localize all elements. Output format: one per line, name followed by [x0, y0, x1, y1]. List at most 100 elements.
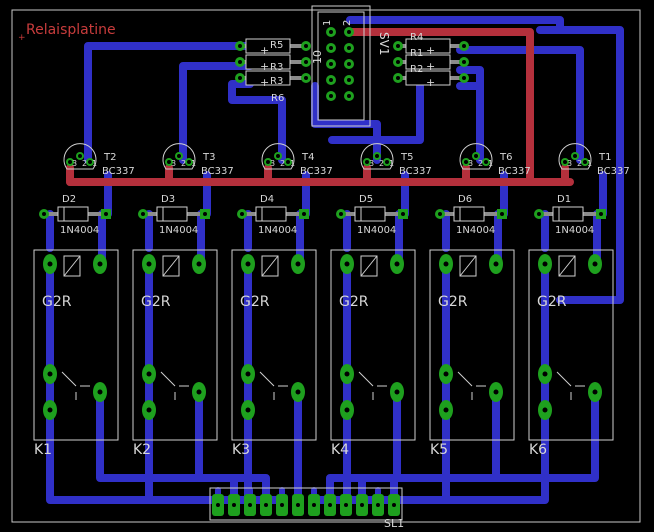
relay-pad-no-2-drill [146, 407, 152, 413]
header-pin-left-1-drill [329, 30, 333, 34]
relay-pad-no-3-drill [245, 407, 251, 413]
relay-name-k4: K4 [331, 442, 349, 458]
relay-switch-5 [457, 371, 486, 400]
transistor-name-t5: T5 [400, 152, 413, 163]
resistor-value-r1: + [426, 60, 435, 73]
resistor-pad-a-r2-drill [396, 76, 400, 80]
relay-value-4: G2R [339, 294, 369, 310]
transistor-pad-c-t4-drill [286, 160, 290, 164]
transistor-pin2-label-5: 2 [478, 159, 483, 168]
relay-switch-1 [61, 371, 90, 400]
transistor-outline-t5 [360, 143, 394, 170]
transistor-pad-e-t4-drill [266, 160, 270, 164]
resistor-label-r5: R5 [270, 40, 283, 51]
transistor-pad-e-t6-drill [464, 160, 468, 164]
diode-name-d2: D2 [62, 194, 76, 205]
relay-pad-no-4-drill [344, 407, 350, 413]
header-value: 10 [311, 50, 324, 64]
component-pads [39, 27, 606, 516]
relay-outline-k5 [429, 249, 515, 441]
relay-pad-coil-b-3-drill [295, 261, 301, 267]
transistor-outline-t4 [261, 143, 295, 170]
relay-coil-diag-1 [63, 255, 81, 277]
connector-pad-drill-6 [296, 503, 300, 507]
transistor-pin2-label-1: 2 [82, 159, 87, 168]
diode-pad-k-d3-drill [203, 212, 207, 216]
connector-pad-drill-5 [280, 503, 284, 507]
diode-pad-a-d4-drill [240, 212, 244, 216]
diode-name-d5: D5 [359, 194, 373, 205]
transistor-pad-b-t6-drill [474, 154, 478, 158]
relay-coil-diag-6 [558, 255, 576, 277]
relay-coil-4 [360, 255, 378, 277]
diode-name-d6: D6 [458, 194, 472, 205]
relay-pad-coil-b-1-drill [97, 261, 103, 267]
transistor-outline-t3 [162, 143, 196, 170]
transistor-outline-t2 [63, 143, 97, 170]
transistor-pin1-label-4: 1 [389, 159, 394, 168]
resistor-label-r2: R2 [410, 64, 423, 75]
transistor-pin3-label-5: 3 [468, 159, 473, 168]
relay-pad-coil-a-2-drill [146, 261, 152, 267]
transistor-pin1-label-1: 1 [92, 159, 97, 168]
diode-pad-a-d5-drill [339, 212, 343, 216]
diode-body-d1 [552, 206, 584, 222]
transistor-pin2-label-6: 2 [577, 159, 582, 168]
relay-pad-coil-a-3-drill [245, 261, 251, 267]
resistor-label-r3: R3 [270, 62, 283, 73]
relay-outline-k4 [330, 249, 416, 441]
transistor-pad-e-t3-drill [167, 160, 171, 164]
relay-pad-no-1-drill [47, 407, 53, 413]
connector-pad-drill-2 [232, 503, 236, 507]
diode-pad-a-d6-drill [438, 212, 442, 216]
relay-pad-coil-a-5-drill [443, 261, 449, 267]
diode-pad-k-d6-drill [500, 212, 504, 216]
relay-coil-6 [558, 255, 576, 277]
transistor-value-1: BC337 [102, 166, 135, 177]
resistor-pad-b-r1-drill [462, 60, 466, 64]
resistor-body-r1 [405, 54, 451, 70]
diode-name-d1: D1 [557, 194, 571, 205]
relay-value-1: G2R [42, 294, 72, 310]
transistor-name-t6: T6 [499, 152, 512, 163]
relay-name-k6: K6 [529, 442, 547, 458]
header-pin-right-2-drill [347, 46, 351, 50]
resistor-pad-a-r1-drill [396, 60, 400, 64]
transistor-name-t1: T1 [598, 152, 611, 163]
relay-coil-diag-3 [261, 255, 279, 277]
relay-pad-coil-b-2-drill [196, 261, 202, 267]
connector-label: SL1 [384, 517, 404, 530]
relay-pad-com-2-drill [196, 389, 202, 395]
trace-t4-base [228, 80, 286, 164]
header-pin-right-5-drill [347, 94, 351, 98]
relay-outline-k3 [231, 249, 317, 441]
transistor-pad-b-t5-drill [375, 154, 379, 158]
relay-pad-nc-5-drill [443, 371, 449, 377]
trace-right-feed [536, 26, 624, 304]
resistor-value-r5: + [260, 44, 269, 57]
header-pin-right-1-drill [347, 30, 351, 34]
transistor-pad-c-t3-drill [187, 160, 191, 164]
connector-pad-drill-10 [360, 503, 364, 507]
resistor-body-r2 [405, 70, 451, 86]
connector-pad-drill-9 [344, 503, 348, 507]
relay-pad-nc-3-drill [245, 371, 251, 377]
diode-pad-a-d2-drill [42, 212, 46, 216]
resistor-body-r6 [245, 70, 291, 86]
connector-pad-drill-11 [376, 503, 380, 507]
resistor-pad-b-r4-drill [462, 44, 466, 48]
relay-coil-diag-4 [360, 255, 378, 277]
top-layer-traces [66, 28, 574, 186]
relay-pad-com-6-drill [592, 389, 598, 395]
diode-body-d6 [453, 206, 485, 222]
diode-value-2: 1N4004 [159, 225, 198, 236]
resistor-body-r4 [405, 38, 451, 54]
resistor-pad-b-r2-drill [462, 76, 466, 80]
transistor-pad-b-t4-drill [276, 154, 280, 158]
relay-pad-nc-6-drill [542, 371, 548, 377]
resistor-label-r4: R4 [410, 32, 423, 43]
header-pin-right-4-drill [347, 78, 351, 82]
transistor-pad-c-t1-drill [583, 160, 587, 164]
transistor-value-2: BC337 [201, 166, 234, 177]
